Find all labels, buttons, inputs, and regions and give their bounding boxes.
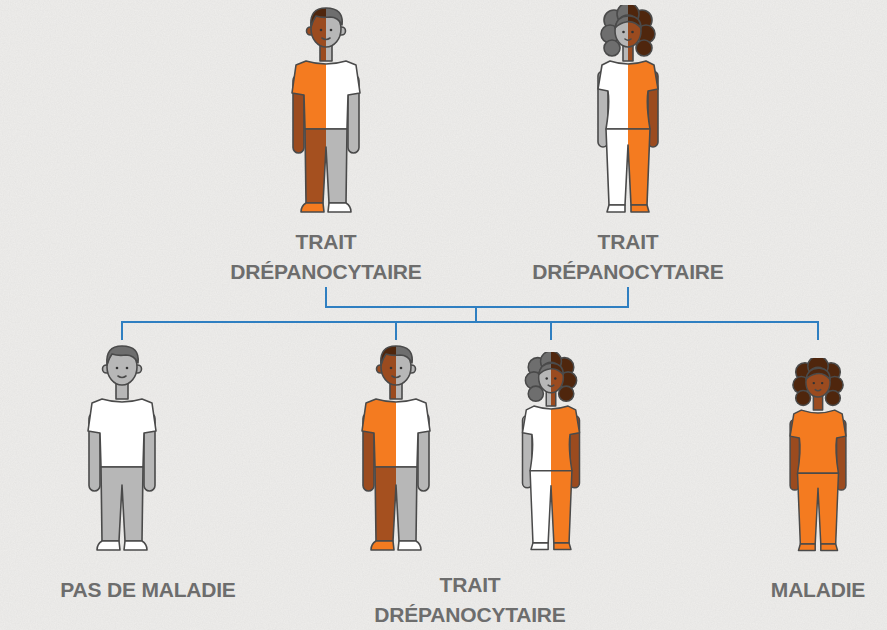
- child-figure: [362, 346, 430, 550]
- figure-half-orange: [292, 8, 360, 212]
- inheritance-line: [326, 287, 476, 340]
- person-node: TRAIT DRÉPANOCYTAIRE: [355, 340, 585, 630]
- status-label: TRAIT DRÉPANOCYTAIRE: [513, 227, 743, 287]
- figure-half-orange: [598, 3, 658, 212]
- person-node: TRAIT DRÉPANOCYTAIRE: [211, 5, 441, 287]
- child-figure: [523, 351, 580, 550]
- figure-half-grey: [362, 346, 430, 550]
- father-figure: [292, 8, 360, 212]
- inheritance-line: [326, 287, 818, 340]
- figure-half-grey: [292, 8, 360, 212]
- child-figure: [88, 346, 156, 550]
- figure-half-grey: [598, 3, 658, 212]
- inheritance-line: [122, 287, 476, 340]
- child-figure: [790, 356, 846, 550]
- figure-half-orange: [362, 346, 430, 550]
- status-label: TRAIT DRÉPANOCYTAIRE: [355, 570, 585, 630]
- person-node: MALADIE: [753, 340, 883, 605]
- figure-half-orange: [523, 351, 580, 550]
- figure-orange: [790, 356, 846, 550]
- status-label: TRAIT DRÉPANOCYTAIRE: [211, 227, 441, 287]
- figure-half-grey: [523, 351, 580, 550]
- inheritance-line: [122, 287, 628, 340]
- inheritance-line: [476, 287, 628, 340]
- inheritance-line: [476, 287, 818, 340]
- person-node: PAS DE MALADIE: [38, 340, 258, 605]
- status-label: MALADIE: [753, 575, 883, 605]
- mother-figure: [598, 3, 658, 212]
- status-label: PAS DE MALADIE: [38, 575, 258, 605]
- figure-grey: [88, 346, 156, 550]
- person-node: TRAIT DRÉPANOCYTAIRE: [513, 5, 743, 287]
